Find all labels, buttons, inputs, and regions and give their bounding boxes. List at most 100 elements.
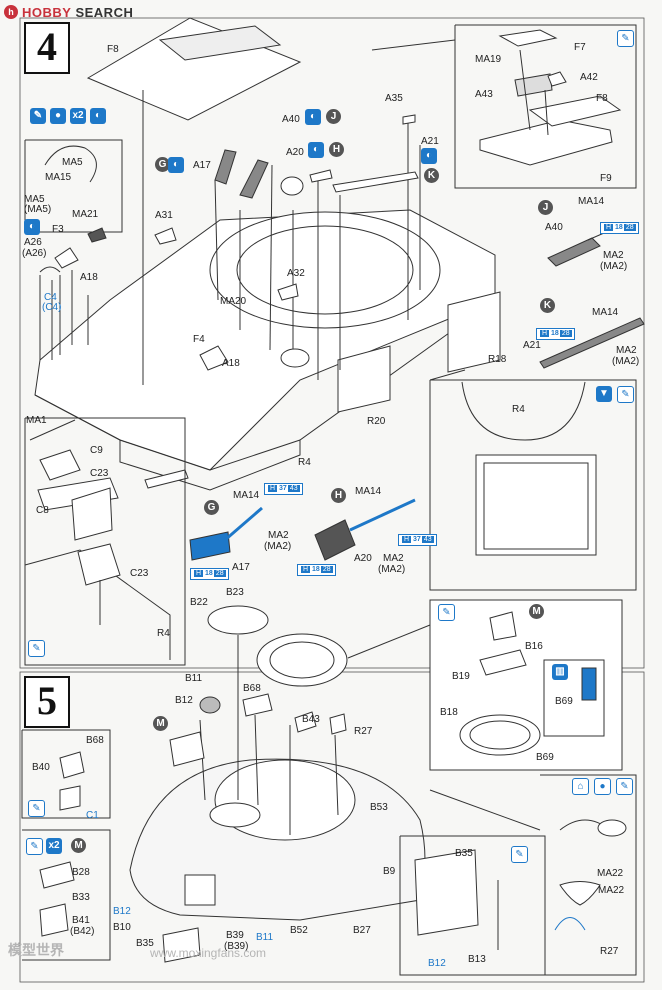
cut-sprue-icon: ◐ — [308, 142, 324, 158]
watermark-url: www.moxingfans.com — [150, 946, 267, 960]
part-label: A20 — [354, 553, 372, 564]
h-b: 18 — [312, 566, 320, 573]
part-label: A17 — [193, 160, 211, 171]
part-label: A26 — [24, 237, 42, 248]
part-label: B11 — [256, 932, 274, 943]
part-label: (B39) — [224, 941, 249, 952]
part-label: A18 — [222, 358, 240, 369]
part-label: MA5 — [62, 157, 83, 168]
part-label: F8 — [596, 93, 608, 104]
h-b-val: 28 — [213, 570, 226, 577]
part-label: MA19 — [475, 54, 502, 65]
glue-brush-icon: ✎ — [617, 30, 634, 47]
part-label: A40 — [282, 114, 300, 125]
part-label: B41 — [72, 915, 90, 926]
part-label: (MA5) — [24, 204, 52, 215]
part-label: B35 — [455, 848, 473, 859]
part-label: F4 — [193, 334, 205, 345]
part-label: B43 — [302, 714, 320, 725]
part-label: MA20 — [220, 296, 247, 307]
brand-sub: SEARCH — [75, 4, 134, 20]
part-label: B23 — [226, 587, 244, 598]
part-label: (B42) — [70, 926, 95, 937]
step-number-5: 5 — [24, 676, 70, 728]
part-label: B10 — [113, 922, 131, 933]
marker-h: H — [331, 488, 346, 503]
glue-brush-icon: ✎ — [26, 838, 43, 855]
part-label: B16 — [525, 641, 543, 652]
part-label: F3 — [52, 224, 64, 235]
part-label: MA14 — [355, 486, 382, 497]
paint-icon: ▥ — [552, 664, 568, 680]
part-label: MA2 — [616, 345, 637, 356]
part-label: B53 — [370, 802, 388, 813]
part-label: B40 — [32, 762, 50, 773]
part-label: B9 — [383, 866, 396, 877]
part-label: MA22 — [597, 868, 624, 879]
part-label: B68 — [243, 683, 261, 694]
part-label: MA2 — [603, 250, 624, 261]
part-label: (MA2) — [264, 541, 292, 552]
brand-name: HOBBY — [22, 4, 72, 20]
cut-sprue-icon: ◐ — [421, 148, 437, 164]
h-b-val: 28 — [559, 330, 572, 337]
part-label: A42 — [580, 72, 598, 83]
glue-brush-icon: ✎ — [28, 800, 45, 817]
part-label: (MA2) — [600, 261, 628, 272]
part-label: (MA2) — [378, 564, 406, 575]
cut-sprue-icon: ◐ — [90, 108, 106, 124]
marker-j: J — [326, 109, 341, 124]
part-label: C4 — [44, 292, 57, 303]
marker-h: H — [329, 142, 344, 157]
glue-brush-icon: ✎ — [511, 846, 528, 863]
part-label: R27 — [600, 946, 619, 957]
part-label: B39 — [226, 930, 244, 941]
part-label: MA2 — [268, 530, 289, 541]
part-label: F9 — [600, 173, 612, 184]
h-b: 18 — [615, 224, 623, 231]
h-a: 37 — [413, 536, 421, 543]
part-label: MA5 — [24, 194, 45, 205]
part-label: B11 — [185, 673, 203, 684]
part-label: F7 — [574, 42, 586, 53]
glue-brush-icon: ✎ — [616, 778, 633, 795]
part-label: R4 — [298, 457, 311, 468]
part-label: MA14 — [592, 307, 619, 318]
part-label: B12 — [428, 958, 446, 969]
marker-m: M — [153, 716, 168, 731]
part-label: A21 — [523, 340, 541, 351]
marker-m: M — [529, 604, 544, 619]
h-prefix: H — [194, 570, 204, 577]
part-label: A32 — [287, 268, 305, 279]
part-label: A40 — [545, 222, 563, 233]
marker-k: K — [540, 298, 555, 313]
part-label: B28 — [72, 867, 90, 878]
marker-m: M — [71, 838, 86, 853]
home-icon: ⌂ — [572, 778, 589, 795]
part-label: B12 — [113, 906, 131, 917]
h-prefix: H — [604, 224, 614, 231]
paint-drop-icon: ● — [594, 778, 611, 795]
quantity-x2-icon: x2 — [70, 108, 86, 124]
part-label: B12 — [175, 695, 193, 706]
h-prefix: H — [402, 536, 412, 543]
part-label: C23 — [130, 568, 149, 579]
part-label: A43 — [475, 89, 493, 100]
h-b-val: 28 — [623, 224, 636, 231]
part-label: C23 — [90, 468, 109, 479]
part-label: R20 — [367, 416, 386, 427]
brand-header[interactable]: h HOBBY SEARCH — [4, 4, 133, 20]
h-b: 18 — [551, 330, 559, 337]
part-label: MA2 — [383, 553, 404, 564]
marker-j: J — [538, 200, 553, 215]
cut-sprue-icon: ◐ — [168, 157, 184, 173]
glue-brush-icon: ✎ — [28, 640, 45, 657]
part-label: B19 — [452, 671, 470, 682]
part-label: A35 — [385, 93, 403, 104]
